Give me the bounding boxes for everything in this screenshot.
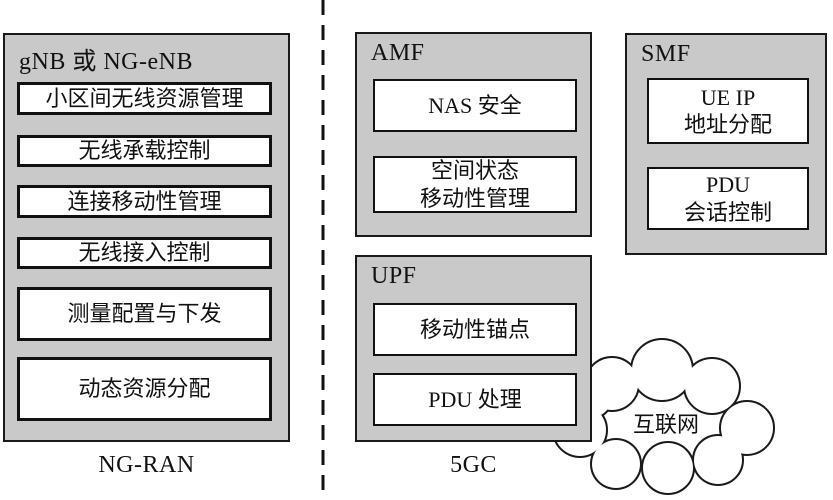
ngran-function-box: 无线接入控制: [17, 237, 272, 269]
ngran-function-box: 动态资源分配: [17, 357, 272, 421]
cloud-fill: [554, 340, 773, 493]
ngran-function-box: 小区间无线资源管理: [17, 82, 272, 115]
upf-function-box: PDU 处理: [373, 373, 577, 426]
ngran-node-panel: gNB 或 NG-eNB 小区间无线资源管理 无线承载控制 连接移动性管理 无线…: [3, 33, 290, 442]
ngran-function-box: 连接移动性管理: [17, 185, 272, 218]
amf-node-title: AMF: [371, 40, 425, 66]
upf-node-title: UPF: [371, 263, 417, 289]
internet-cloud-icon: 互联网: [552, 338, 775, 495]
smf-function-box: PDU 会话控制: [647, 167, 809, 230]
ngran-node-title: gNB 或 NG-eNB: [19, 49, 193, 75]
core-region-label: 5GC: [450, 452, 497, 478]
ran-core-divider-dashed-line: [321, 0, 325, 500]
smf-node-title: SMF: [641, 41, 691, 67]
ngran-function-box: 无线承载控制: [17, 135, 272, 167]
internet-label: 互联网: [633, 412, 699, 437]
smf-node-panel: SMF UE IP 地址分配 PDU 会话控制: [625, 33, 827, 255]
amf-function-box: NAS 安全: [373, 79, 577, 132]
ngran-function-box: 测量配置与下发: [17, 287, 272, 341]
ngran-region-label: NG-RAN: [98, 452, 195, 478]
amf-function-box: 空间状态 移动性管理: [373, 156, 577, 213]
upf-function-box: 移动性锚点: [373, 303, 577, 356]
amf-node-panel: AMF NAS 安全 空间状态 移动性管理: [355, 32, 592, 237]
upf-node-panel: UPF 移动性锚点 PDU 处理: [355, 255, 592, 442]
smf-function-box: UE IP 地址分配: [647, 78, 809, 144]
